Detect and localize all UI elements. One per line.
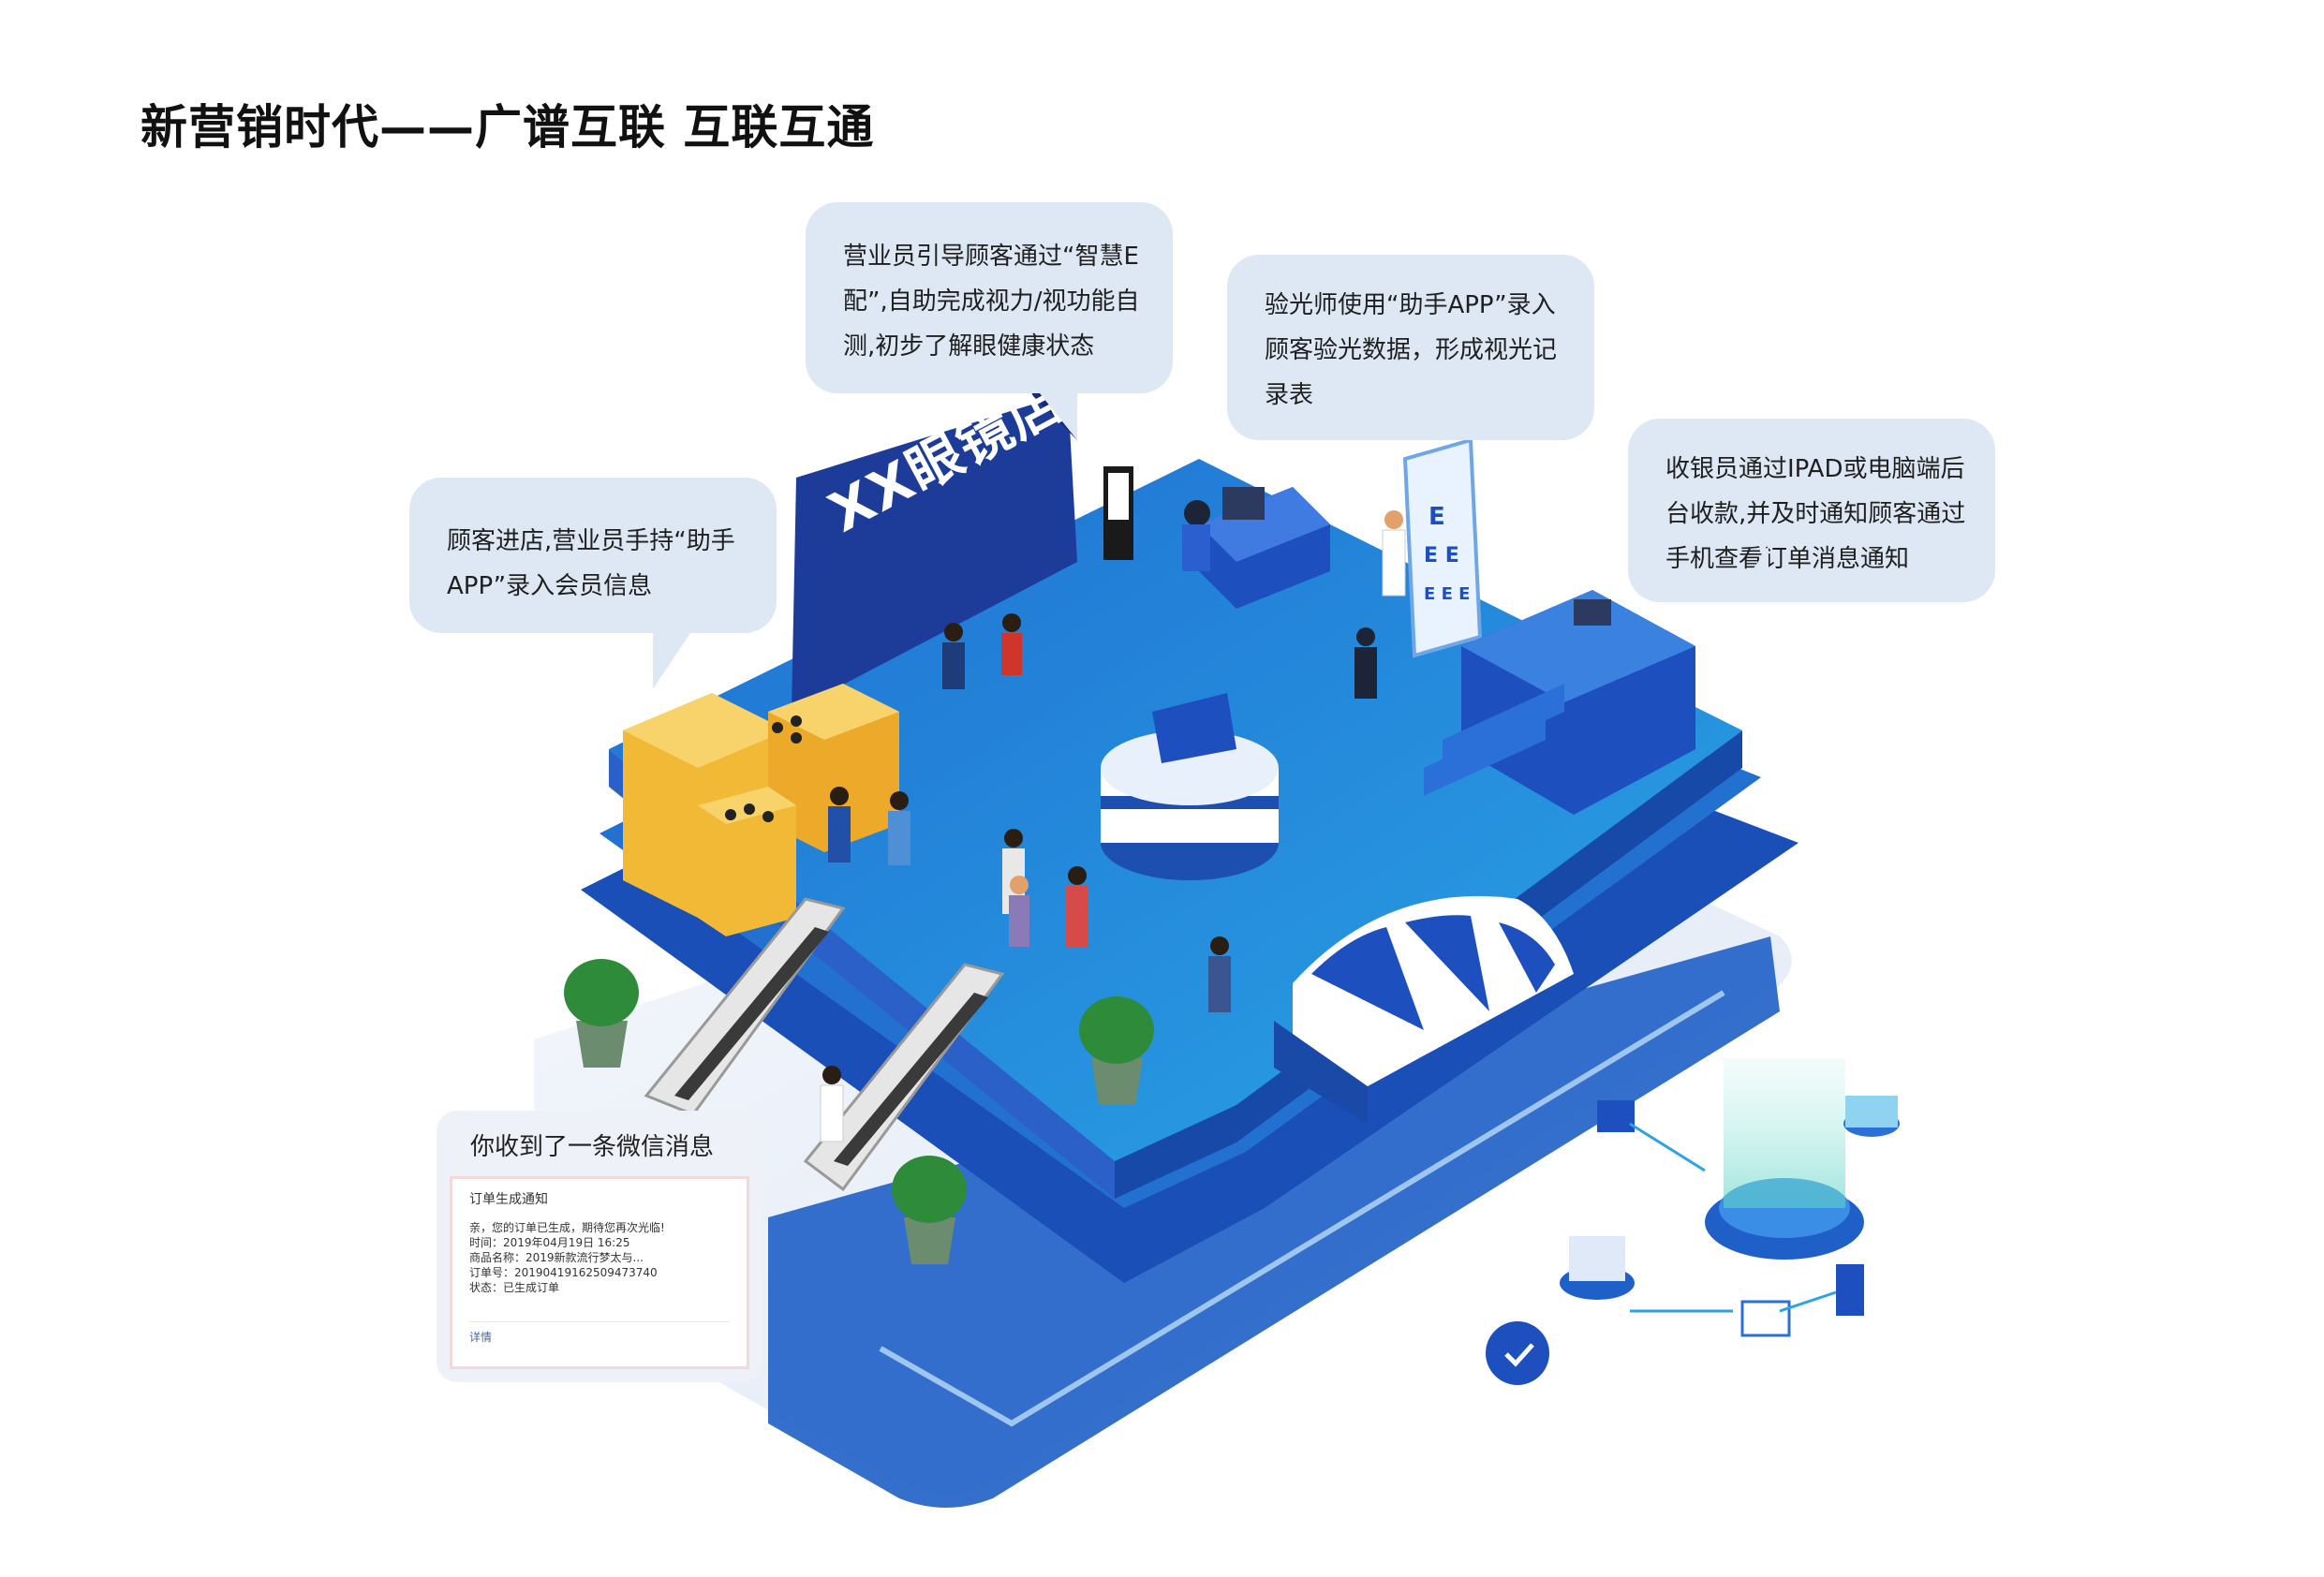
message-line: 亲，您的订单已生成，期待您再次光临!	[469, 1221, 665, 1234]
bubble-line: 收银员通过IPAD或电脑端后	[1665, 455, 1965, 483]
bubble-cashier: 收银员通过IPAD或电脑端后 台收款,并及时通知顾客通过 手机查看订单消息通知	[1628, 419, 1995, 602]
message-line: 订单号：20190419162509473740	[469, 1266, 658, 1279]
tech-cluster	[1486, 1058, 1900, 1385]
wechat-header: 你收到了一条微信消息	[470, 1133, 715, 1161]
bubble-line: 手机查看订单消息通知	[1665, 545, 1910, 573]
reception-desk	[1182, 487, 1330, 609]
check-icon	[1486, 1321, 1549, 1385]
bubble-tail	[1349, 384, 1386, 440]
bubble-line: 台收款,并及时通知顾客通过	[1665, 500, 1966, 528]
svg-text:E E: E E	[1424, 544, 1459, 567]
bubble-tail	[1731, 546, 1769, 602]
bubble-line: 录表	[1265, 381, 1314, 409]
striped-awning	[1274, 895, 1574, 1124]
bubble-optometrist: 验光师使用“助手APP”录入 顾客验光数据，形成视光记 录表	[1227, 255, 1594, 440]
bubble-line: 测,初步了解眼健康状态	[843, 332, 1095, 361]
bubble-line: 顾客进店,营业员手持“助手	[447, 527, 735, 555]
eye-chart: E E E E E E	[1402, 437, 1483, 658]
bubble-line: 验光师使用“助手APP”录入	[1265, 291, 1556, 319]
potted-plants	[564, 959, 1154, 1264]
display-counter	[1101, 693, 1279, 880]
notice-title: 订单生成通知	[469, 1192, 548, 1207]
eye-chart-icon: E	[1428, 503, 1445, 531]
svg-text:E E E: E E E	[1424, 584, 1470, 604]
page-title: 新营销时代——广谱互联 互联互通	[141, 100, 875, 155]
bubble-line: APP”录入会员信息	[447, 572, 653, 600]
bubble-tail	[1040, 393, 1077, 440]
wechat-message: 订单生成通知 亲，您的订单已生成，期待您再次光临! 时间：2019年04月19日…	[450, 1176, 749, 1369]
smart-e-kiosk	[1103, 466, 1133, 560]
message-line: 时间：2019年04月19日 16:25	[469, 1236, 630, 1249]
bubble-customer-entry: 顾客进店,营业员手持“助手 APP”录入会员信息	[409, 478, 777, 689]
wechat-notification-card: 你收到了一条微信消息 订单生成通知 亲，您的订单已生成，期待您再次光临! 时间：…	[437, 1111, 762, 1382]
message-line: 状态：已生成订单	[469, 1281, 560, 1294]
detail-link[interactable]: 详情	[469, 1321, 730, 1345]
bubble-line: 顾客验光数据，形成视光记	[1265, 336, 1558, 364]
people	[820, 510, 1406, 1142]
bubble-smart-e: 营业员引导顾客通过“智慧E 配”,自助完成视力/视功能自 测,初步了解眼健康状态	[806, 202, 1173, 440]
bubble-line: 配”,自助完成视力/视功能自	[843, 287, 1140, 316]
cashier-terrace	[1424, 590, 1695, 815]
bubble-line: 营业员引导顾客通过“智慧E	[843, 243, 1139, 271]
escalators	[644, 897, 1005, 1192]
glasses-shelves	[623, 684, 899, 936]
bubble-tail	[653, 633, 690, 689]
message-line: 商品名称：2019新款流行梦太与...	[469, 1251, 644, 1264]
